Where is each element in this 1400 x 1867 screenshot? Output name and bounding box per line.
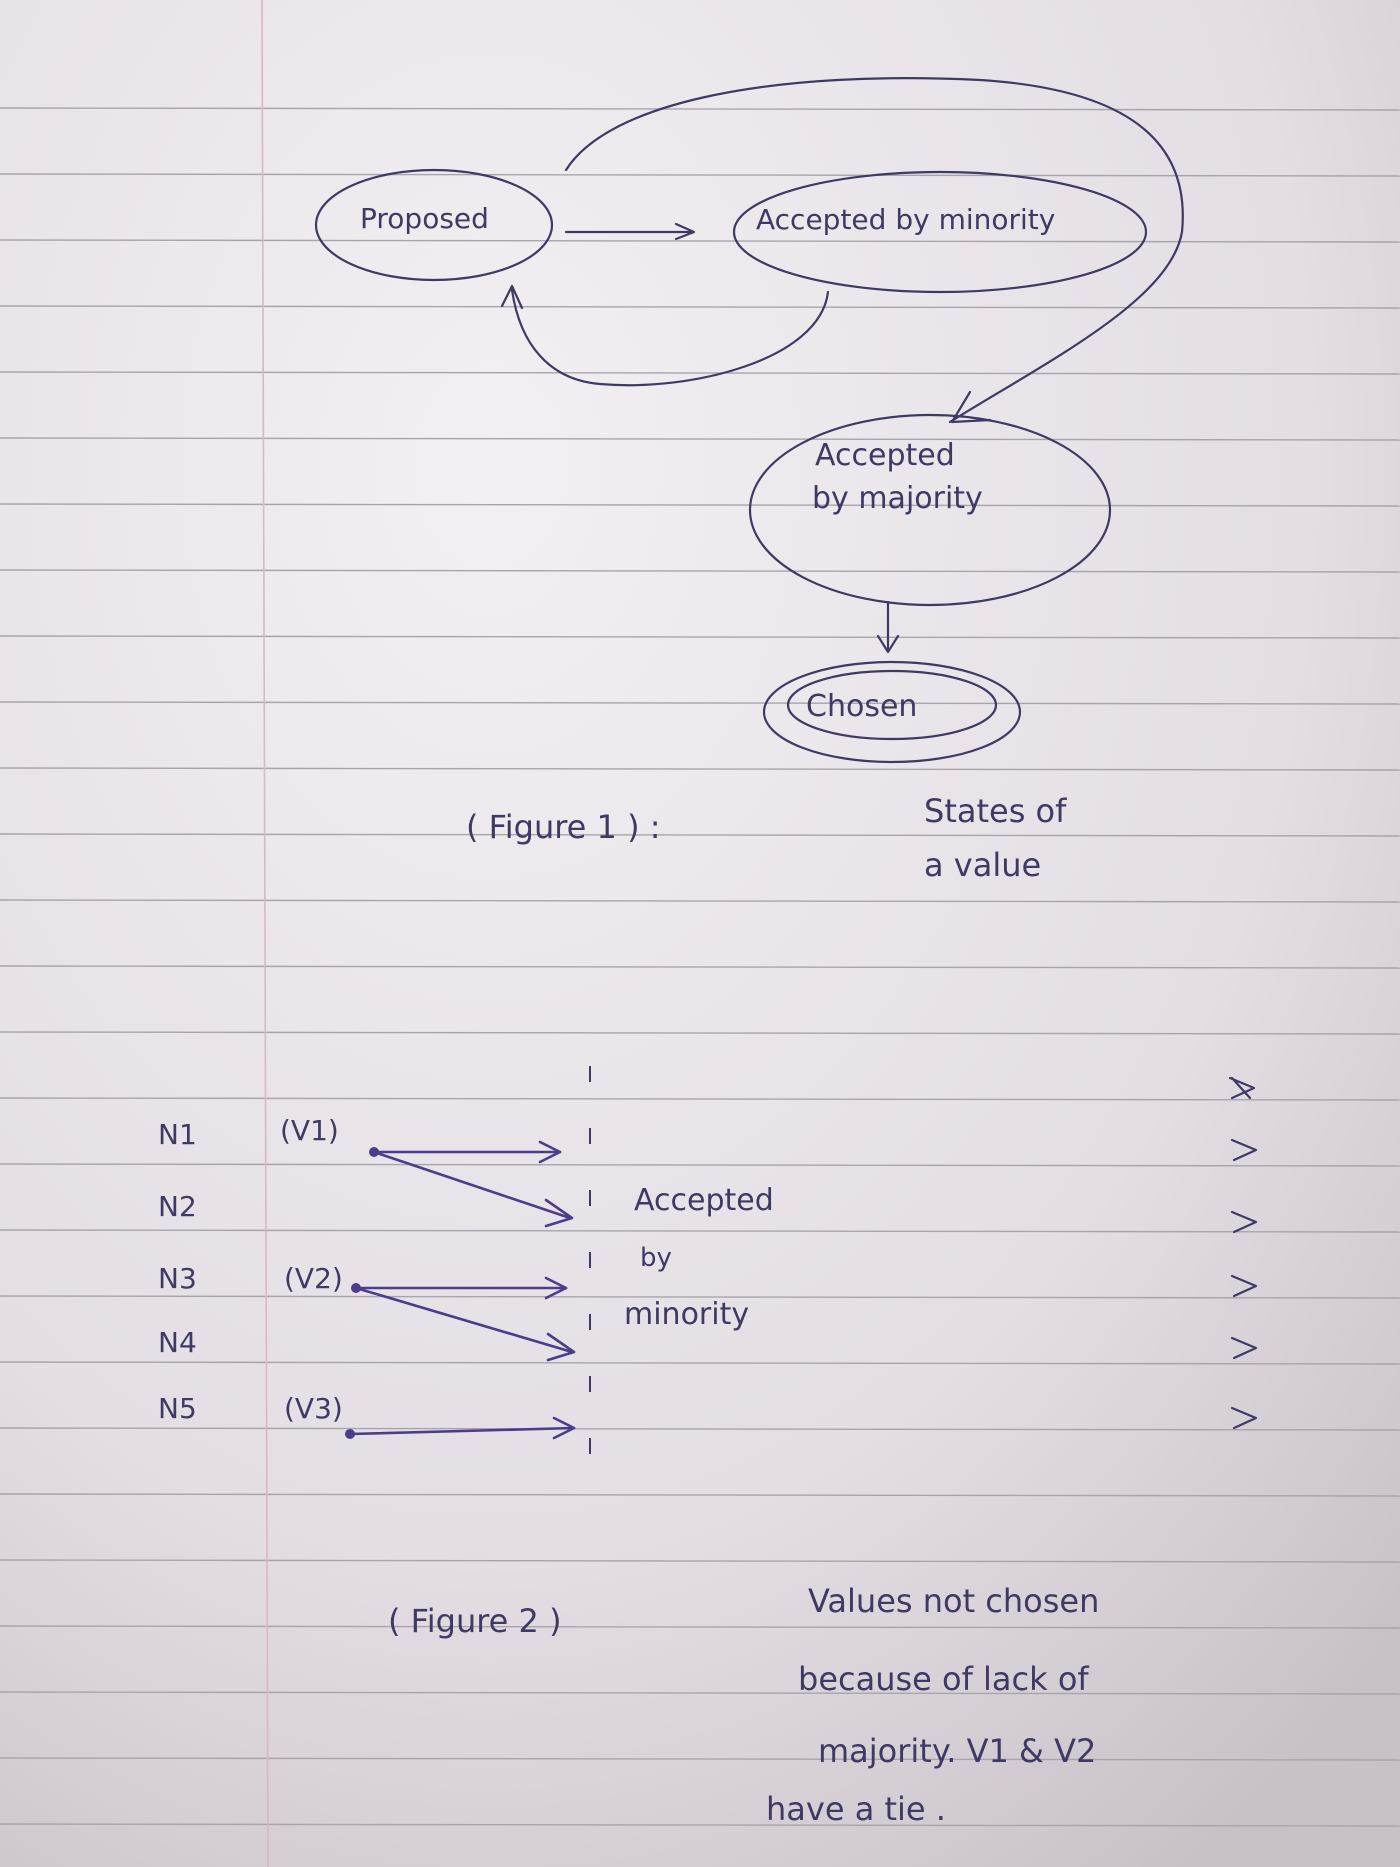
ruled-line [0, 899, 1400, 903]
chevron-right-icon [1230, 1406, 1258, 1430]
state-chosen-label: Chosen [806, 689, 917, 724]
ruled-line [0, 1163, 1400, 1167]
state-accepted-majority-ellipse [748, 413, 1112, 607]
arrowhead-icon [674, 222, 696, 241]
accepted-label-line3: minority [624, 1297, 749, 1332]
arrowhead-icon [546, 1332, 576, 1362]
ruled-line [0, 503, 1400, 507]
chevron-right-icon [1230, 1210, 1258, 1234]
arrow-v3-to-n5 [348, 1426, 576, 1436]
ruled-line [0, 1295, 1400, 1299]
ruled-line [0, 1229, 1400, 1233]
arrow-v2-to-n4 [354, 1286, 574, 1354]
ruled-line [0, 965, 1400, 969]
figure-2-caption-line2: because of lack of [798, 1660, 1089, 1698]
state-accepted-majority-label-line2: by majority [812, 481, 983, 516]
node-label: N5 [158, 1392, 197, 1425]
arrowhead-icon [552, 1416, 576, 1440]
chevron-right-icon [1230, 1336, 1258, 1360]
ruled-line [0, 1097, 1400, 1101]
ruled-line [0, 1361, 1400, 1365]
figure-1-caption-line1: States of [924, 792, 1067, 830]
ruled-line [0, 833, 1400, 837]
scribble-mark-icon [1228, 1076, 1256, 1100]
ruled-line [0, 569, 1400, 573]
arrowhead-icon [538, 1140, 562, 1164]
ruled-line [0, 1427, 1400, 1431]
ruled-line [0, 1691, 1400, 1695]
node-label: N2 [158, 1190, 197, 1223]
state-accepted-minority-label: Accepted by minority [756, 203, 1055, 236]
ruled-line [0, 701, 1400, 705]
state-chosen-outer-ellipse [762, 660, 1022, 764]
node-label: N1 [158, 1118, 197, 1151]
figure-2: N1 N2 N3 N4 N5 (V1) (V2) (V3) Accepted b… [158, 1066, 1258, 1828]
ruled-line [0, 1493, 1400, 1497]
figure-1: Proposed Accepted by minority Accepted b… [314, 77, 1184, 884]
node-label: N3 [158, 1262, 197, 1295]
ruled-line [0, 1757, 1400, 1761]
arrow-minority-to-proposed [510, 288, 830, 387]
state-proposed-ellipse [314, 168, 554, 282]
value-label: (V2) [284, 1262, 343, 1295]
margin-line [261, 0, 269, 1867]
accepted-label-line1: Accepted [634, 1183, 774, 1218]
ruled-line [0, 1559, 1400, 1563]
arrow-proposed-to-majority [564, 77, 1184, 424]
ruled-line [0, 437, 1400, 441]
ruled-line [0, 635, 1400, 639]
node-label: N4 [158, 1326, 197, 1359]
chevron-right-icon [1230, 1138, 1258, 1162]
figure-2-caption-line4: have a tie . [766, 1790, 946, 1828]
arrowhead-icon [544, 1198, 574, 1228]
figure-1-caption-line2: a value [924, 846, 1041, 884]
state-accepted-majority-label-line1: Accepted [815, 438, 955, 473]
state-accepted-minority-ellipse [732, 170, 1148, 294]
ruled-line [0, 1625, 1400, 1629]
arrowhead-icon [876, 634, 900, 654]
arrowhead-icon [950, 390, 992, 424]
chevron-right-icon [1230, 1274, 1258, 1298]
figure-2-caption-line1: Values not chosen [808, 1582, 1099, 1620]
arrowhead-icon [544, 1276, 568, 1300]
state-chosen-inner-ellipse [786, 669, 998, 741]
figure-1-caption-label: ( Figure 1 ) : [466, 808, 661, 846]
arrow-v1-to-n2 [372, 1150, 572, 1220]
value-label: (V1) [280, 1114, 339, 1147]
ruled-line [0, 1031, 1400, 1035]
ruled-line [0, 1823, 1400, 1827]
state-proposed-label: Proposed [360, 202, 489, 235]
ruled-line [0, 767, 1400, 771]
ruled-line [0, 305, 1400, 309]
value-label: (V3) [284, 1392, 343, 1425]
ruled-line [0, 371, 1400, 375]
accepted-label-line2: by [640, 1243, 672, 1273]
ruled-line [0, 107, 1400, 111]
continuation-marks [1228, 1076, 1258, 1430]
arrowhead-icon [500, 284, 524, 310]
ruled-line [0, 239, 1400, 243]
figure-2-caption-line3: majority. V1 & V2 [818, 1732, 1096, 1770]
ruled-line [0, 173, 1400, 177]
ruled-lines [0, 107, 1400, 1827]
figure-2-caption-label: ( Figure 2 ) [388, 1602, 562, 1640]
